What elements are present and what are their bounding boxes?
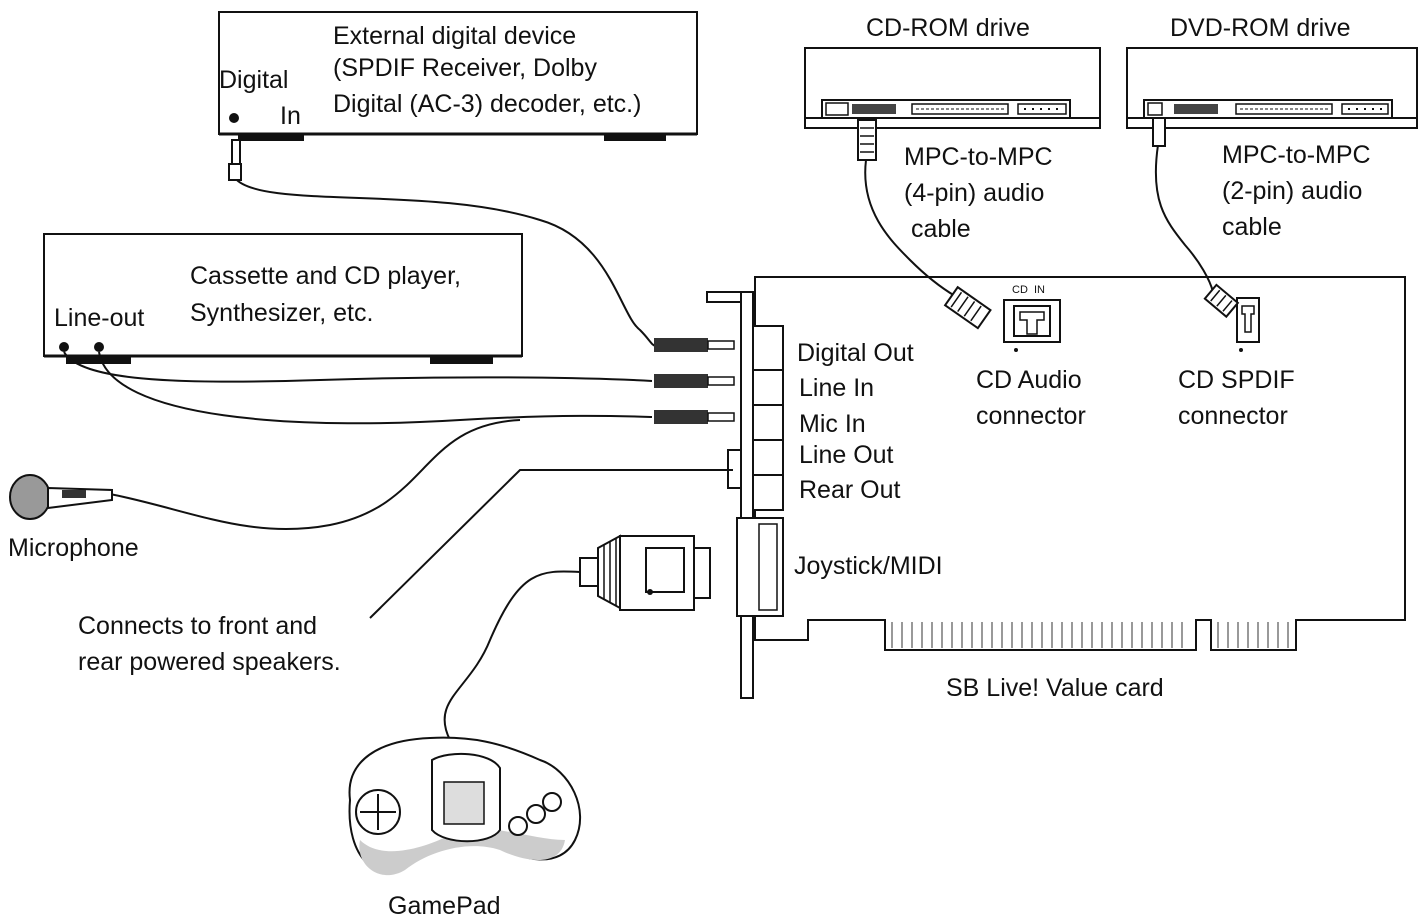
microphone-art: [9, 474, 113, 520]
digital-out-plug: [654, 338, 708, 352]
cd-audio-connector: [1003, 299, 1061, 352]
gameport-plug: [579, 534, 711, 611]
dvd-cable-label-1: MPC-to-MPC: [1222, 141, 1371, 169]
digital-in-label-1: Digital: [219, 66, 289, 94]
digital-in-label-2: In: [280, 102, 301, 130]
cd-spdif-connector-label-1: CD SPDIF: [1178, 366, 1295, 394]
external-device-title-line-2: (SPDIF Receiver, Dolby: [333, 54, 597, 82]
external-digital-device: [218, 11, 698, 141]
cassette-title-line-1: Cassette and CD player,: [190, 262, 461, 290]
speakers-note-line-2: rear powered speakers.: [78, 648, 341, 676]
cd-cable-label-1: MPC-to-MPC: [904, 143, 1053, 171]
cd-in-silkscreen: CD IN: [1012, 284, 1045, 296]
cd-spdif-cable: [1154, 144, 1214, 293]
speakers-note-line-1: Connects to front and: [78, 612, 318, 640]
card-name-label: SB Live! Value card: [946, 674, 1164, 702]
cassette-title-line-2: Synthesizer, etc.: [190, 299, 374, 327]
cd-spdif-connector-label-2: connector: [1178, 402, 1288, 430]
line-in-cable: [63, 351, 653, 383]
plugs: [228, 117, 1240, 424]
external-device-title-line-1: External digital device: [333, 22, 577, 50]
line-out-port: [752, 439, 784, 476]
line-in-port: [752, 369, 784, 406]
line-out-cable-2: [98, 351, 653, 425]
cd-rom-drive-art: [804, 47, 1101, 129]
cassette-cd-player: [43, 233, 523, 364]
external-device-title-line-3: Digital (AC-3) decoder, etc.): [333, 90, 642, 118]
dvd-cable-label-2: (2-pin) audio: [1222, 177, 1363, 205]
port-label-line-out: Line Out: [799, 441, 894, 469]
port-label-mic-in: Mic In: [799, 410, 866, 438]
cd-audio-cable: [864, 159, 956, 297]
cd-spdif-connector: [1236, 297, 1260, 352]
line-out-jack-left: [59, 342, 69, 352]
speaker-pointer: [369, 469, 733, 619]
mic-in-port: [752, 404, 784, 441]
digital-cable: [234, 177, 657, 347]
port-label-digital-out: Digital Out: [797, 339, 914, 367]
gamepad-art: [348, 736, 581, 876]
line-in-plug: [654, 374, 708, 388]
microphone-label: Microphone: [8, 534, 139, 562]
cables: [63, 144, 1214, 741]
cd-cable-label-2: (4-pin) audio: [904, 179, 1045, 207]
cd-audio-connector-label-2: connector: [976, 402, 1086, 430]
dvd-cable-label-3: cable: [1222, 213, 1282, 241]
cd-rom-drive-label: CD-ROM drive: [866, 14, 1030, 42]
dvd-rom-drive-art: [1126, 47, 1418, 129]
digital-in-jack: [229, 113, 239, 123]
cd-audio-connector-label-1: CD Audio: [976, 366, 1082, 394]
port-label-line-in: Line In: [799, 374, 875, 402]
mic-cable: [109, 419, 521, 531]
mic-in-plug: [654, 410, 708, 424]
gamepad-label: GamePad: [388, 892, 501, 920]
digital-out-port: [752, 325, 784, 371]
port-label-rear-out: Rear Out: [799, 476, 901, 504]
joystick-midi-label: Joystick/MIDI: [794, 552, 943, 580]
dvd-rom-drive-label: DVD-ROM drive: [1170, 14, 1351, 42]
line-out-label: Line-out: [54, 304, 145, 332]
sb-live-card: [706, 276, 1406, 699]
line-out-jack-right: [94, 342, 104, 352]
gamepad-cable: [443, 570, 581, 741]
cd-cable-label-3: cable: [904, 215, 971, 243]
rear-out-port: [752, 474, 784, 511]
